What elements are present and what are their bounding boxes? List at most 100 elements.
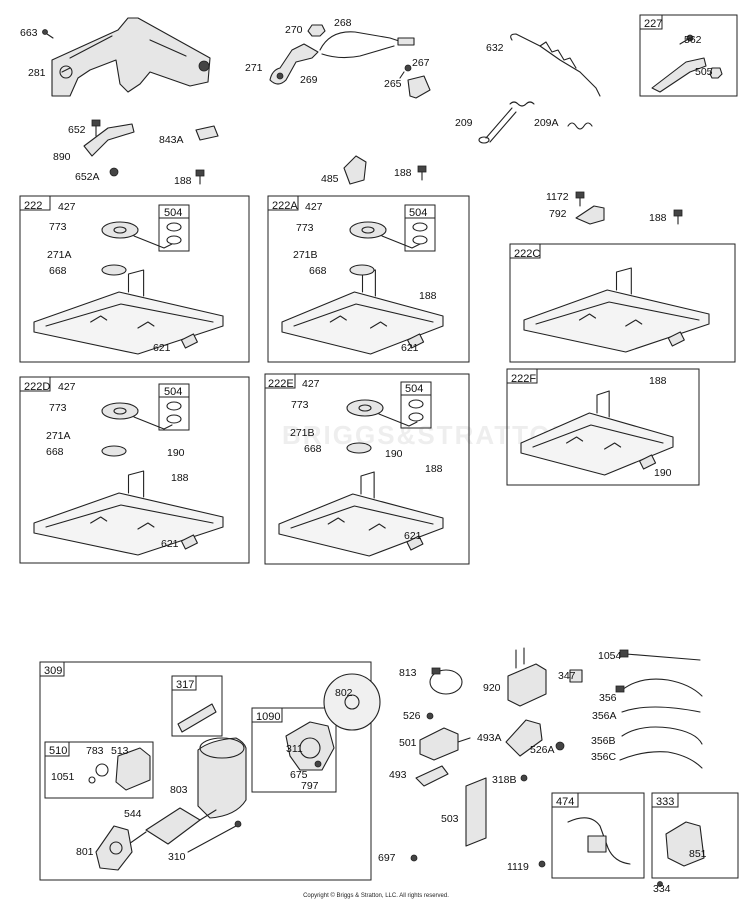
- part-268-cable: [319, 31, 415, 59]
- group-box-label: 222E: [268, 378, 294, 390]
- part-label: 1051: [51, 771, 75, 783]
- part-label: 526: [403, 710, 421, 722]
- part-843A-cap: [195, 125, 219, 141]
- part-label: 427: [58, 201, 76, 213]
- control-plate-group-4: [264, 373, 470, 565]
- part-1054-tie: [619, 649, 701, 661]
- part-label: 668: [46, 446, 64, 458]
- part-label: 269: [300, 74, 318, 86]
- part-813-clamp: [429, 667, 463, 695]
- part-label: 526A: [530, 744, 555, 756]
- part-label: 621: [401, 342, 419, 354]
- part-663-screw: [42, 29, 54, 39]
- copyright-text: Copyright © Briggs & Stratton, LLC. All …: [303, 892, 449, 899]
- part-label: 427: [305, 201, 323, 213]
- group-box-label: 222D: [24, 381, 50, 393]
- part-label: 668: [49, 265, 67, 277]
- part-label: 271B: [293, 249, 318, 261]
- part-label: 621: [161, 538, 179, 550]
- part-label: 773: [291, 399, 309, 411]
- part-label: 501: [399, 737, 417, 749]
- part-label: 493: [389, 769, 407, 781]
- part-label: 267: [412, 57, 430, 69]
- part-label: 188: [425, 463, 443, 475]
- group-box-label: 504: [405, 383, 423, 395]
- part-356B-wire: [621, 726, 703, 745]
- part-356A-wire: [621, 706, 701, 713]
- part-label: 268: [334, 17, 352, 29]
- part-label: 562: [684, 34, 702, 46]
- part-label: 310: [168, 851, 186, 863]
- part-label: 493A: [477, 732, 502, 744]
- part-label: 773: [49, 221, 67, 233]
- part-label: 188: [649, 212, 667, 224]
- part-label: 190: [385, 448, 403, 460]
- part-label: 485: [321, 173, 339, 185]
- part-920-rectifier: [507, 647, 547, 707]
- part-1119-screw: [538, 860, 546, 868]
- part-356C-wire: [619, 751, 703, 769]
- part-label: 803: [170, 784, 188, 796]
- part-label: 802: [335, 687, 353, 699]
- part-1172-screw: [575, 191, 585, 207]
- part-label: 920: [483, 682, 501, 694]
- part-347-connector: [569, 669, 583, 683]
- part-label: 281: [28, 67, 46, 79]
- group-box-label: 474: [556, 796, 574, 808]
- part-890-bracket: [83, 123, 135, 157]
- group-309: [39, 661, 381, 881]
- part-label: 270: [285, 24, 303, 36]
- group-box-label: 504: [164, 386, 182, 398]
- part-label: 427: [302, 378, 320, 390]
- group-box-label: 222A: [272, 200, 298, 212]
- part-label: 773: [296, 222, 314, 234]
- part-label: 188: [649, 375, 667, 387]
- part-label: 334: [653, 883, 671, 895]
- part-label: 188: [419, 290, 437, 302]
- control-plate-group-1: [267, 195, 470, 363]
- part-label: 1054: [598, 650, 622, 662]
- part-label: 1172: [546, 191, 569, 203]
- group-box-label: 504: [409, 207, 427, 219]
- part-label: 265: [384, 78, 402, 90]
- part-792-bracket: [575, 205, 605, 225]
- part-label: 356: [599, 692, 617, 704]
- part-label: 697: [378, 852, 396, 864]
- part-label: 318B: [492, 774, 517, 786]
- part-label: 797: [301, 780, 319, 792]
- part-label: 675: [290, 769, 308, 781]
- part-label: 503: [441, 813, 459, 825]
- group-474: [551, 792, 645, 879]
- part-label: 813: [399, 667, 417, 679]
- group-333: [651, 792, 739, 879]
- part-label: 356B: [591, 735, 616, 747]
- part-label: 190: [167, 447, 185, 459]
- part-318B-screw: [520, 774, 528, 782]
- part-label: 668: [304, 443, 322, 455]
- part-label: 513: [111, 745, 129, 757]
- part-label: 621: [404, 530, 422, 542]
- part-label: 271A: [46, 430, 71, 442]
- part-label: 505: [695, 66, 713, 78]
- part-label: 632: [486, 42, 504, 54]
- part-label: 652A: [75, 171, 100, 183]
- part-label: 347: [558, 670, 576, 682]
- part-label: 311: [286, 743, 303, 755]
- part-485-block: [343, 155, 367, 185]
- part-526-screw: [426, 712, 434, 720]
- part-188-screw-c: [673, 209, 683, 225]
- part-697-screw: [410, 854, 418, 862]
- part-209A-spring: [567, 122, 593, 130]
- group-box-label: 227: [644, 18, 662, 30]
- group-box-label: 510: [49, 745, 67, 757]
- control-plate-group-3: [19, 376, 250, 564]
- part-label: 792: [549, 208, 567, 220]
- part-267-screw: [399, 64, 412, 79]
- part-label: 544: [124, 808, 142, 820]
- part-label: 188: [174, 175, 192, 187]
- part-503-plate: [465, 777, 487, 847]
- part-label: 851: [689, 848, 707, 860]
- part-632-link: [510, 33, 601, 97]
- part-label: 271: [245, 62, 263, 74]
